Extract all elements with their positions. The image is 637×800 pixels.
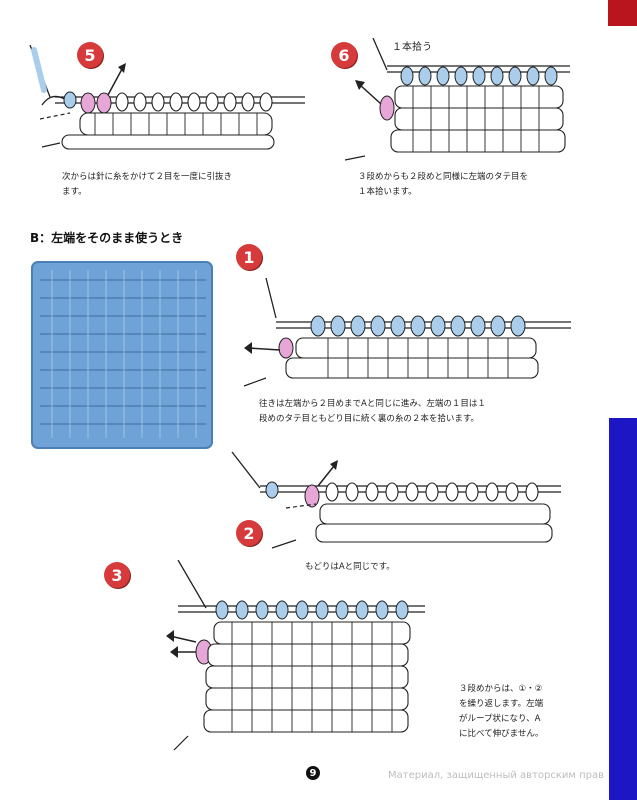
- step-6-illustration: [344, 38, 570, 161]
- step-6-pick-label: １本拾う: [392, 42, 432, 53]
- b-step-1-caption: 往きは左端から２目めまでAと同じに進み、左端の１目は１ 段めのタテ目ともどり目に…: [259, 397, 486, 427]
- step-6-caption: ３段めからも２段めと同様に左端のタテ目を １本拾います。: [358, 170, 528, 200]
- caption-line: がループ状になり、A: [459, 714, 541, 724]
- step-5-badge: 5: [77, 42, 103, 68]
- step-5-caption: 次からは針に糸をかけて２目を一度に引抜き ます。: [62, 170, 232, 200]
- caption-line: を繰り返します。左端: [459, 699, 544, 709]
- chapter-tab-blue: [609, 418, 637, 800]
- section-b-heading: B：左端をそのまま使うとき: [30, 231, 184, 245]
- b-step-1-illustration: [243, 278, 571, 387]
- step-5-illustration: [29, 45, 305, 150]
- caption-line: 段めのタテ目ともどり目に続く裏の糸の２本を拾います。: [259, 414, 479, 424]
- b-step-1-badge: 1: [236, 244, 262, 270]
- caption-line: ます。: [62, 187, 87, 197]
- caption-line: １本拾います。: [358, 187, 417, 197]
- b-step-3-illustration: [166, 560, 425, 751]
- b-step-3-badge: 3: [104, 562, 130, 588]
- b-step-3-caption: ３段めからは、①・② を繰り返します。左端 がループ状になり、A に比べて伸びま…: [459, 682, 543, 742]
- copyright-watermark: Материал, защищенный авторским прав: [388, 770, 605, 781]
- page-number: 9: [306, 766, 320, 780]
- caption-line: ３段めからは、①・②: [459, 684, 543, 694]
- caption-line: ３段めからも２段めと同様に左端のタテ目を: [358, 172, 529, 182]
- swatch-photo: [31, 261, 213, 449]
- caption-line: 往きは左端から２目めまでAと同じに進み、左端の１目は１: [259, 399, 486, 409]
- caption-line: 次からは針に糸をかけて２目を一度に引抜き: [62, 172, 233, 182]
- caption-line: もどりはAと同じです。: [305, 562, 395, 572]
- b-step-2-illustration: [231, 451, 561, 549]
- caption-line: に比べて伸びません。: [459, 729, 544, 739]
- b-step-2-badge: 2: [236, 520, 262, 546]
- b-step-2-caption: もどりはAと同じです。: [305, 560, 395, 575]
- step-6-badge: 6: [331, 42, 357, 68]
- chapter-tab-red: [608, 0, 637, 26]
